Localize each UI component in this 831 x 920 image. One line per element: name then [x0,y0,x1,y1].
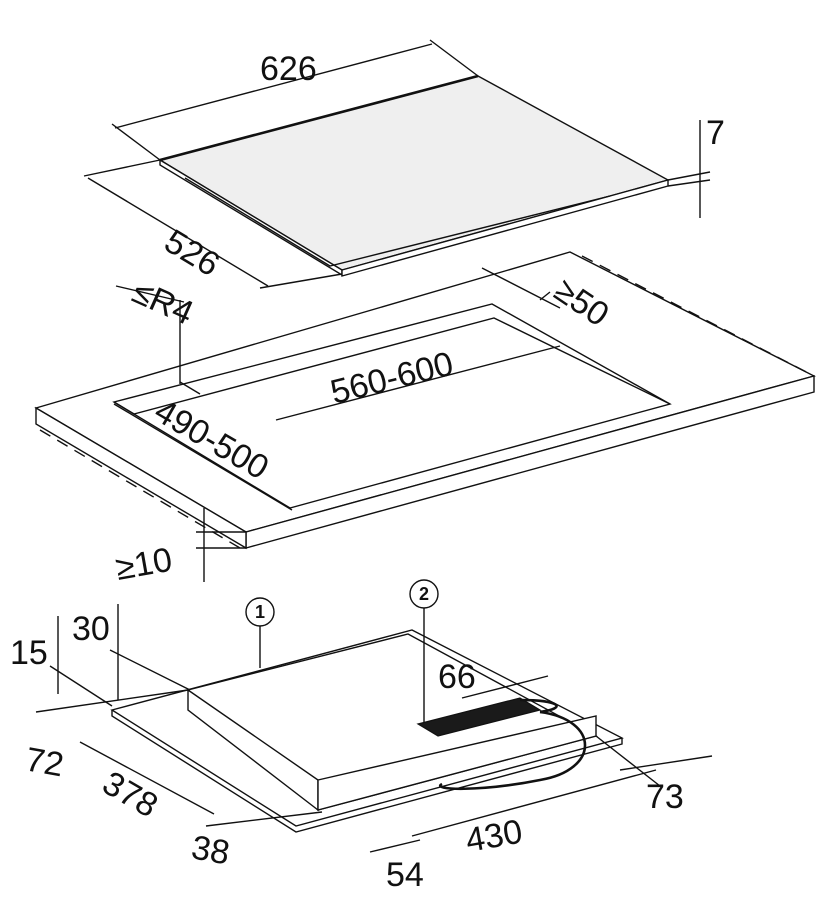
cutout-corner [179,381,201,395]
hob-underside [184,177,611,267]
dim-50-line [481,267,561,309]
dim-526-label: 526 [158,222,226,284]
power-cable-stub [519,698,558,714]
dim-38-line [205,811,323,827]
connection-box [416,697,542,737]
dim-30-ext [109,649,191,691]
dim-7-label: 7 [706,114,725,152]
callout-1-label: 1 [255,602,265,622]
dim-r4-leader [115,285,185,303]
dim-490-500-line [113,403,293,511]
hob-glass-top [158,75,670,271]
dim-7-ext-bottom [667,179,711,187]
dim-r4-label: ≤R4 [127,273,199,333]
worktop-cutout-view: ≤R4 ≥50 560-600 490-500 ≥10 [34,251,816,588]
dim-73-ext [595,735,661,787]
dim-38-label: 38 [189,828,233,872]
dim-626-ext-left [111,123,161,161]
dim-30-label: 30 [72,610,110,648]
hob-underside-view: 1 2 30 15 66 72 378 38 54 430 [10,579,713,894]
dim-50-tick [539,291,551,301]
dim-15-ext [49,665,113,707]
dim-526-ext-left [83,159,161,177]
worktop-dash-right [581,255,815,377]
cutout-inner-wall [113,317,671,415]
dim-73-line [619,755,713,771]
dim-10-label: ≥10 [113,541,175,588]
dim-626-label: 626 [260,50,317,88]
dim-54-label: 54 [386,856,424,894]
dim-526-line [87,177,269,287]
dim-626-line [114,43,433,129]
dim-560-600-line [275,345,561,421]
dim-66-label: 66 [438,658,476,696]
dim-378-line [79,741,215,815]
dim-378-label: 378 [96,764,164,825]
dim-626-ext-right [429,39,479,77]
callout-2-label: 2 [419,584,429,604]
underside-outer-edge [111,710,623,833]
hob-back-edge [159,74,479,162]
dim-7-ext-top [667,171,711,181]
hob-top-view: 626 526 7 [83,39,725,289]
dim-15-label: 15 [10,634,48,672]
dim-66-line [461,675,549,699]
dim-430-line [411,769,657,837]
dim-72-label: 72 [23,740,67,784]
dim-72-line [35,689,189,713]
dim-526-ext-right [259,273,343,289]
dim-54-line [369,839,421,853]
dim-73-label: 73 [646,778,684,816]
power-cable [438,710,587,791]
